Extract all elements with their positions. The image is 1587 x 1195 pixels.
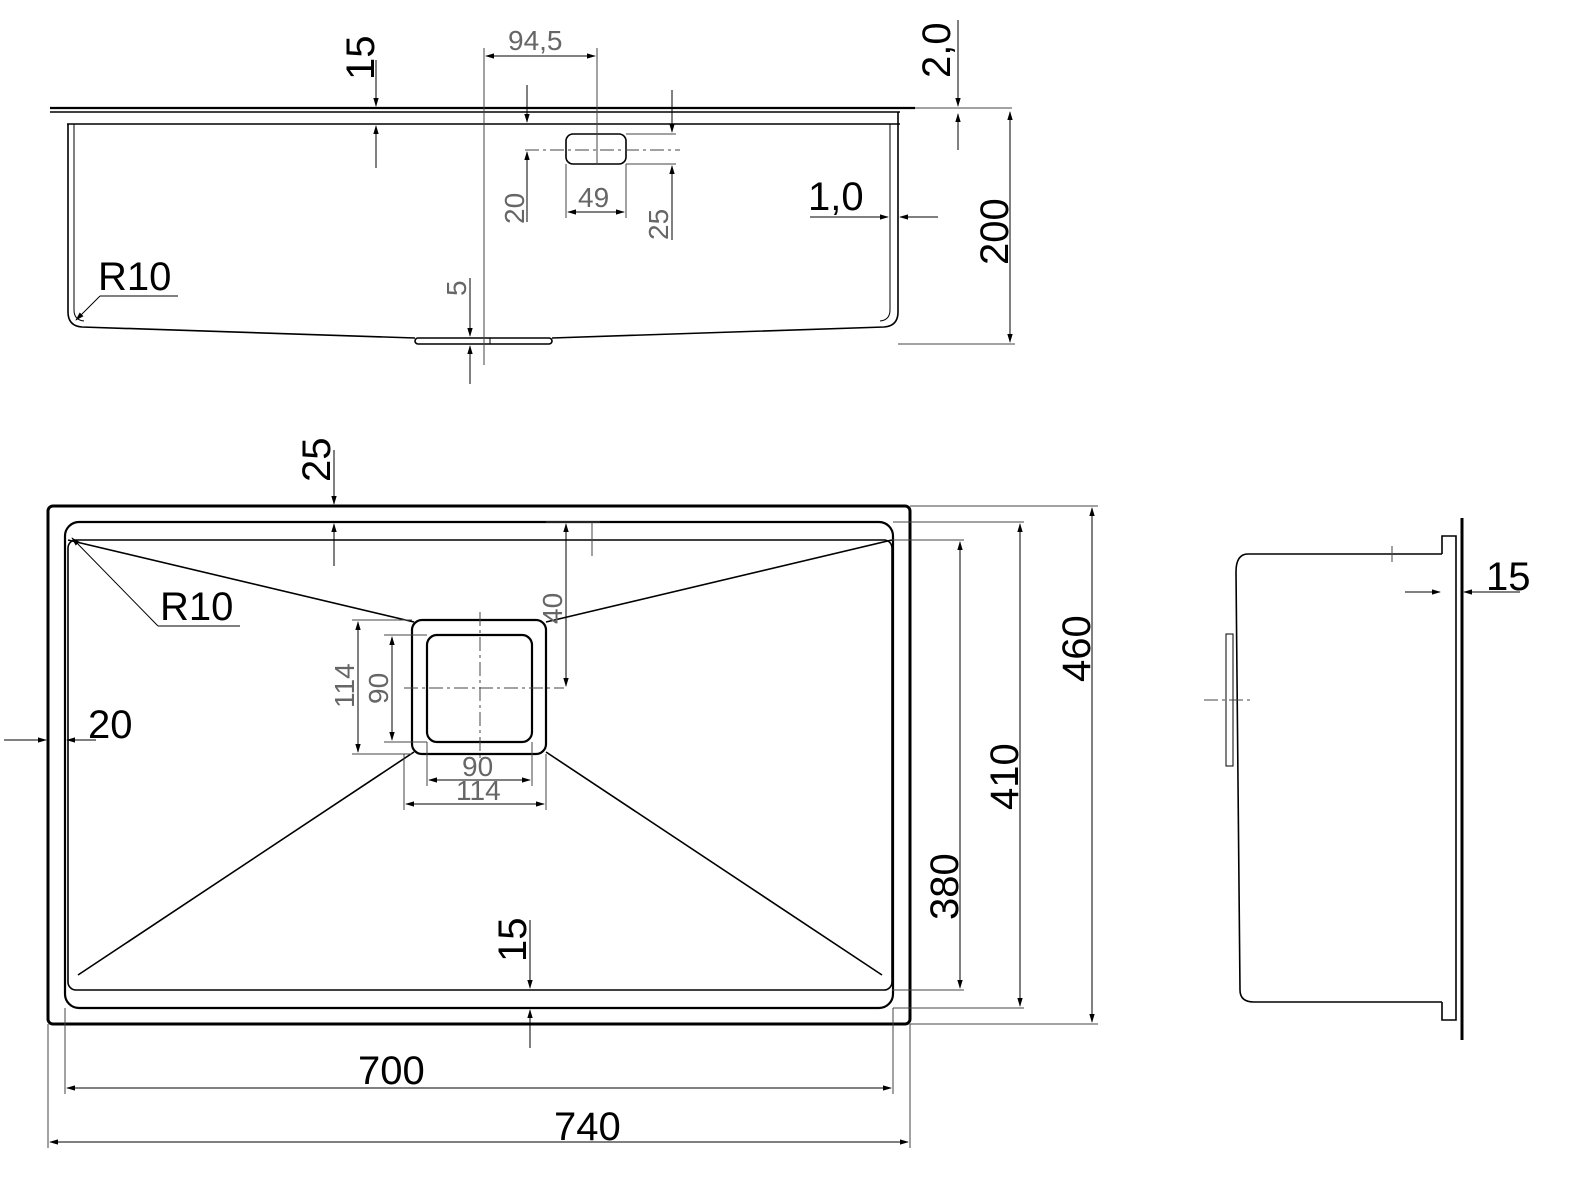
side-drain-drop-label: 5 (441, 280, 472, 296)
plan-total-width-label: 740 (554, 1105, 621, 1149)
side-overflow-b-label: 25 (643, 209, 674, 240)
plan-top-margin-label: 25 (295, 438, 339, 483)
side-radius-label: R10 (98, 255, 171, 299)
plan-drain-inner-h-label: 90 (462, 751, 493, 782)
side-flange-thickness-label: 2,0 (915, 22, 959, 78)
plan-radius-label: R10 (160, 585, 233, 629)
plan-drain-outer-v-label: 114 (329, 663, 360, 708)
plan-inner-depth-label: 380 (923, 853, 967, 920)
side-overflow-width-label: 49 (578, 182, 609, 213)
plan-bottom-margin-label: 15 (491, 918, 535, 963)
end-flange-label: 15 (1486, 555, 1531, 599)
plan-drain-outer-h-label: 114 (456, 775, 501, 806)
side-overflow-a-label: 20 (499, 193, 530, 224)
plan-drain-inner-v-label: 90 (363, 673, 394, 704)
plan-drain-offset-label: 40 (537, 593, 568, 624)
side-view: 15 94,5 20 49 25 2,0 200 1,0 (50, 20, 1017, 384)
plan-bowl-width-label: 700 (358, 1049, 425, 1093)
end-view: 15 (1204, 518, 1531, 1040)
side-wall-label: 1,0 (808, 175, 864, 219)
plan-bowl-depth-label: 410 (983, 743, 1027, 810)
plan-view: 25 R10 40 114 90 90 114 20 (4, 438, 1099, 1149)
side-top-depth-label: 15 (339, 36, 383, 81)
plan-side-margin-label: 20 (88, 703, 133, 747)
side-height-label: 200 (973, 198, 1017, 265)
plan-total-depth-label: 460 (1055, 615, 1099, 682)
side-outlet-offset-label: 94,5 (508, 25, 563, 56)
